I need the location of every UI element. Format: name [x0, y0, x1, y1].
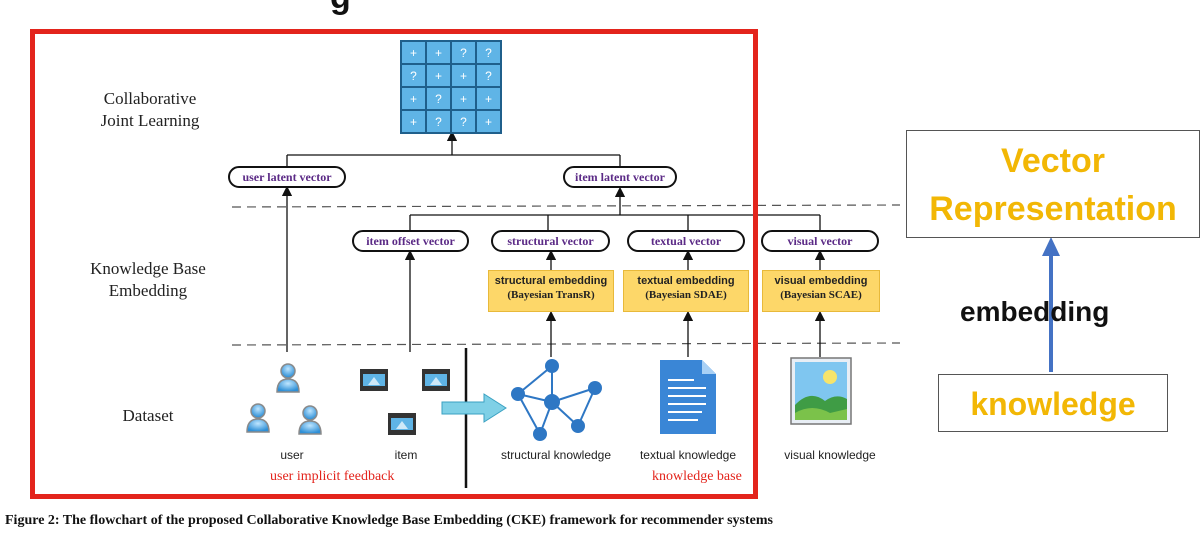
layer-label-knowledge-base: Knowledge Base Embedding [90, 259, 206, 300]
visual-embedding-method: (Bayesian SCAE) [780, 289, 862, 301]
matrix-cell: + [476, 87, 501, 110]
matrix-cell: + [401, 87, 426, 110]
visual-embedding-box: visual embedding (Bayesian SCAE) [762, 270, 880, 312]
matrix-cell: + [426, 64, 451, 87]
knowledge-base-label: knowledge base [652, 469, 742, 484]
user-implicit-feedback-label: user implicit feedback [270, 469, 395, 484]
vector-representation-box: Vector Representation [906, 130, 1200, 238]
textual-vector: textual vector [627, 230, 745, 252]
document-icon [660, 360, 716, 434]
separator-bottom [231, 342, 901, 346]
user-icons [246, 363, 322, 435]
image-icon [790, 357, 852, 425]
knowledge-graph-icon [511, 359, 602, 441]
user-label: user [280, 448, 304, 462]
embedding-label: embedding [960, 296, 1110, 327]
user-icon [298, 405, 322, 435]
structural-embedding-box: structural embedding (Bayesian TransR) [488, 270, 614, 312]
textual-embedding-box: textual embedding (Bayesian SDAE) [623, 270, 749, 312]
matrix-cell: ? [451, 41, 476, 64]
textual-embedding-method: (Bayesian SDAE) [645, 289, 727, 301]
visual-vector: visual vector [761, 230, 879, 252]
matrix-cell: + [426, 41, 451, 64]
structural-knowledge-label: structural knowledge [500, 448, 612, 462]
item-latent-vector: item latent vector [563, 166, 677, 188]
structural-vector: structural vector [491, 230, 610, 252]
structural-embedding-method: (Bayesian TransR) [507, 289, 595, 301]
matrix-cell: ? [401, 64, 426, 87]
matrix-cell: + [401, 41, 426, 64]
knowledge-box: knowledge [938, 374, 1168, 432]
transfer-arrow [441, 393, 507, 423]
matrix-cell: + [401, 110, 426, 133]
matrix-cell: + [451, 64, 476, 87]
figure-caption: Figure 2: The flowchart of the proposed … [5, 513, 773, 528]
user-icon [246, 403, 270, 433]
rating-matrix: ++???++?+?+++??+ [400, 40, 502, 134]
layer-label-dataset: Dataset [122, 406, 174, 425]
textual-knowledge-label: textual knowledge [639, 448, 737, 462]
visual-knowledge-label: visual knowledge [784, 448, 876, 462]
matrix-cell: + [476, 110, 501, 133]
textual-embedding-label: textual embedding [637, 275, 735, 287]
heading-fragment: g [330, 0, 351, 17]
matrix-cell: ? [476, 64, 501, 87]
item-icons [360, 369, 450, 435]
film-icon [360, 369, 388, 391]
layer-label-collaborative: Collaborative Joint Learning [100, 89, 200, 130]
separator-top [231, 204, 901, 208]
matrix-cell: ? [426, 87, 451, 110]
highlight-frame [30, 29, 758, 499]
user-latent-vector: user latent vector [228, 166, 346, 188]
matrix-cell: + [451, 87, 476, 110]
item-label: item [394, 448, 418, 462]
film-icon [388, 413, 416, 435]
film-icon [422, 369, 450, 391]
visual-embedding-label: visual embedding [774, 275, 868, 287]
matrix-cell: ? [476, 41, 501, 64]
structural-embedding-label: structural embedding [494, 275, 608, 287]
user-icon [276, 363, 300, 393]
matrix-cell: ? [426, 110, 451, 133]
matrix-cell: ? [451, 110, 476, 133]
item-offset-vector: item offset vector [352, 230, 469, 252]
